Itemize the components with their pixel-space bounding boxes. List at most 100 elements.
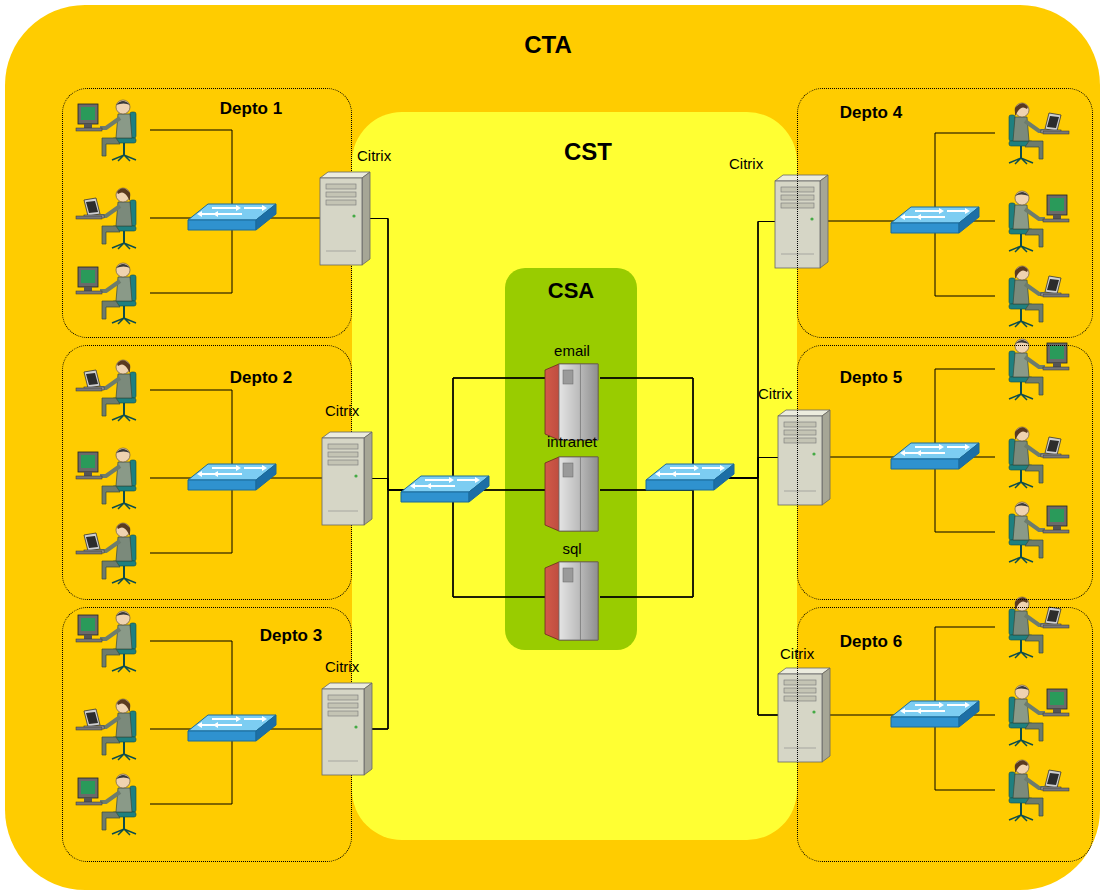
server-tower-icon xyxy=(778,668,830,762)
department-box: Depto 6 xyxy=(797,607,1093,862)
network-link xyxy=(600,222,775,491)
network-switch xyxy=(646,464,734,490)
server-label: Citrix xyxy=(325,658,359,675)
user-wire xyxy=(935,532,995,533)
user-workstation xyxy=(1009,191,1069,252)
server-label: sql xyxy=(562,540,581,557)
user-workstation xyxy=(76,188,136,249)
network-switch xyxy=(891,207,979,233)
network-link xyxy=(600,478,778,715)
user-wire xyxy=(150,130,232,131)
server-label: intranet xyxy=(547,433,597,450)
server-tower-icon xyxy=(322,683,372,775)
user-wire xyxy=(935,296,995,297)
region-title: Depto 2 xyxy=(230,368,292,388)
network-link xyxy=(600,478,778,715)
server-tower-icon xyxy=(322,432,372,525)
user-workstation xyxy=(76,699,136,760)
network-switch xyxy=(891,443,979,469)
department-box: Depto 1 xyxy=(62,88,352,338)
user-workstation xyxy=(76,100,136,161)
user-workstation xyxy=(76,448,136,509)
user-workstation xyxy=(1009,103,1069,164)
user-workstation xyxy=(1009,427,1069,488)
user-workstation xyxy=(1009,339,1069,400)
application-server-icon xyxy=(545,455,600,533)
middle-region: CitrixCitrixCitrixemailintranetsqlCSACit… xyxy=(352,112,797,840)
user-workstation xyxy=(76,523,136,584)
user-workstation xyxy=(1009,502,1069,563)
network-switch xyxy=(891,701,979,727)
network-link xyxy=(372,479,545,598)
user-wire xyxy=(935,790,995,791)
network-link xyxy=(372,378,545,490)
user-workstation xyxy=(76,263,136,324)
network-link xyxy=(370,219,545,491)
region-title: Depto 4 xyxy=(840,103,902,123)
network-link xyxy=(372,378,545,729)
server-tower-icon xyxy=(778,410,830,505)
outer-region: Depto 1Depto 2Depto 3CitrixCitrixCitrixe… xyxy=(5,5,1100,890)
citrix-server: Citrix xyxy=(320,172,370,265)
region-title: CST xyxy=(564,138,612,166)
network-switch xyxy=(188,715,276,741)
network-link xyxy=(600,378,778,478)
network-link xyxy=(600,222,775,479)
citrix-server: Citrix xyxy=(322,683,372,775)
user-workstation xyxy=(1009,760,1069,821)
network-link xyxy=(372,490,545,729)
server-label: Citrix xyxy=(780,645,814,662)
region-title: Depto 6 xyxy=(840,632,902,652)
user-wire xyxy=(150,641,232,642)
application-server-icon xyxy=(545,362,600,442)
middle-region-fill xyxy=(352,112,797,840)
server-tower-icon xyxy=(320,172,370,265)
user-wire xyxy=(935,133,995,134)
user-wire xyxy=(150,553,232,554)
server-label: email xyxy=(554,342,590,359)
user-wire xyxy=(150,804,232,805)
network-switch xyxy=(188,204,276,230)
department-box: Depto 4 xyxy=(797,88,1093,338)
department-box: Depto 3 xyxy=(62,607,352,862)
region-title: Depto 5 xyxy=(840,368,902,388)
user-wire xyxy=(150,390,232,391)
user-workstation xyxy=(76,360,136,421)
citrix-server: Citrix xyxy=(322,432,372,525)
network-link xyxy=(600,222,775,598)
network-link xyxy=(600,458,778,491)
network-link xyxy=(600,378,778,715)
department-box: Depto 5 xyxy=(797,345,1093,600)
user-workstation xyxy=(76,611,136,672)
citrix-server: Citrix xyxy=(778,410,830,505)
user-wire xyxy=(935,627,995,628)
network-switch xyxy=(401,476,489,502)
outer-region-fill xyxy=(5,5,1100,890)
application-server-icon xyxy=(545,560,600,642)
app-server: intranet xyxy=(545,455,600,533)
app-server: sql xyxy=(545,560,600,642)
network-link xyxy=(372,490,545,729)
user-workstation xyxy=(1009,685,1069,746)
user-wire xyxy=(150,293,232,294)
citrix-server: Citrix xyxy=(778,668,830,762)
user-wire xyxy=(935,369,995,370)
server-label: Citrix xyxy=(357,147,391,164)
inner-region-fill xyxy=(505,268,637,650)
user-workstation xyxy=(76,774,136,835)
region-title: CTA xyxy=(524,31,572,59)
network-switch xyxy=(188,464,276,490)
network-link xyxy=(370,219,545,491)
region-title: Depto 1 xyxy=(220,99,282,119)
server-tower-icon xyxy=(775,175,828,268)
department-box: Depto 2 xyxy=(62,345,352,600)
inner-region: emailintranetsqlCSA xyxy=(505,268,637,650)
server-label: Citrix xyxy=(729,155,763,172)
citrix-server: Citrix xyxy=(775,175,828,268)
region-title: Depto 3 xyxy=(260,626,322,646)
app-server: email xyxy=(545,362,600,442)
server-label: Citrix xyxy=(758,385,792,402)
user-workstation xyxy=(1009,266,1069,327)
